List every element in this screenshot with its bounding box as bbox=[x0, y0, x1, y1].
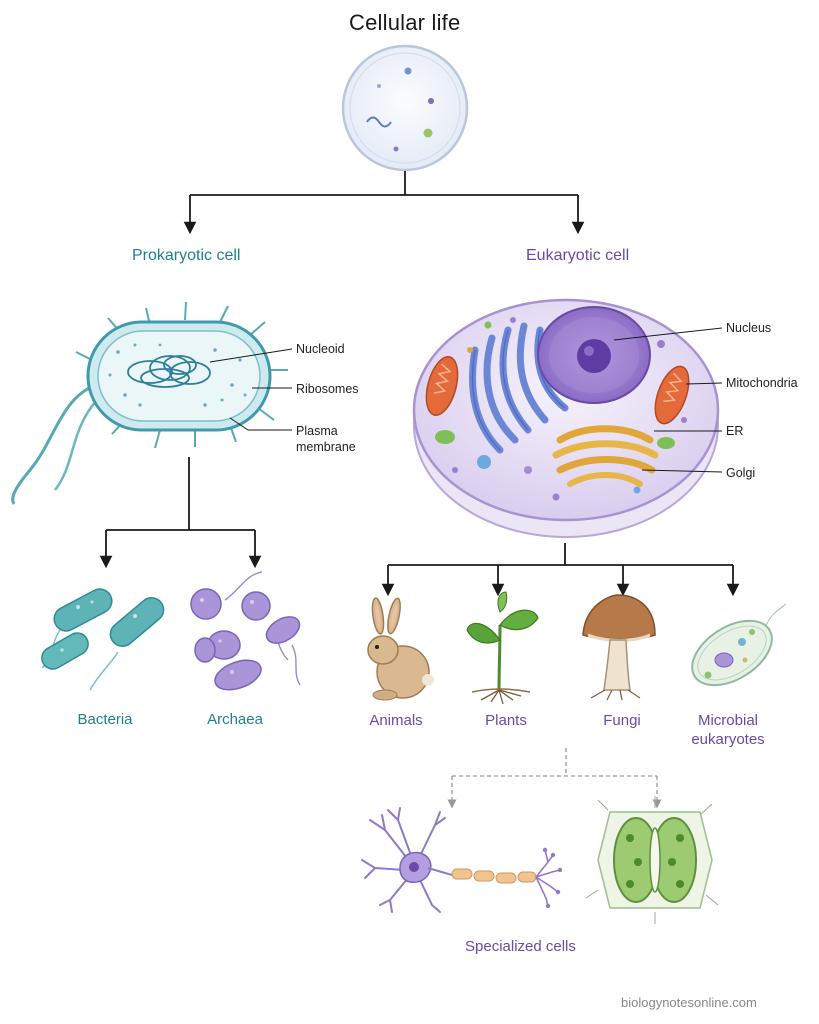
microbial-eukaryote-icon bbox=[691, 603, 787, 687]
label-nucleus: Nucleus bbox=[726, 321, 772, 335]
eukaryotic-cell-illustration bbox=[412, 298, 723, 538]
footer-credit: biologynotesonline.com bbox=[621, 995, 757, 1010]
neuron-icon bbox=[361, 807, 563, 913]
label-archaea: Archaea bbox=[207, 711, 263, 728]
label-plants: Plants bbox=[485, 712, 527, 729]
eukaryote-connectors bbox=[381, 543, 740, 597]
label-bacteria: Bacteria bbox=[77, 711, 133, 728]
rabbit-icon bbox=[367, 597, 434, 701]
mushroom-icon bbox=[582, 594, 656, 701]
diagram-title: Cellular life bbox=[349, 10, 461, 35]
label-plasma-membrane: Plasma membrane bbox=[296, 424, 356, 454]
specialized-cells-label: Specialized cells bbox=[465, 938, 576, 955]
prokaryotic-heading: Prokaryotic cell bbox=[132, 247, 241, 264]
top-connectors bbox=[183, 171, 585, 235]
specialized-connectors bbox=[447, 748, 662, 809]
label-er: ER bbox=[726, 424, 744, 438]
label-mitochondria: Mitochondria bbox=[726, 376, 798, 390]
label-ribosomes: Ribosomes bbox=[296, 382, 359, 396]
plant-sprout-icon bbox=[466, 591, 539, 705]
eukaryotic-heading: Eukaryotic cell bbox=[526, 247, 630, 264]
label-nucleoid: Nucleoid bbox=[296, 342, 345, 356]
prokaryote-connectors bbox=[99, 457, 262, 569]
label-fungi: Fungi bbox=[603, 712, 641, 729]
bacteria-icon bbox=[41, 588, 165, 691]
prokaryotic-cell-illustration bbox=[11, 301, 293, 505]
guard-cells-icon bbox=[585, 796, 719, 924]
petri-dish-icon bbox=[341, 44, 469, 172]
label-golgi: Golgi bbox=[726, 466, 756, 480]
label-microbial-eukaryotes: Microbial eukaryotes bbox=[691, 712, 765, 748]
archaea-icon bbox=[190, 571, 301, 691]
label-animals: Animals bbox=[369, 712, 423, 729]
